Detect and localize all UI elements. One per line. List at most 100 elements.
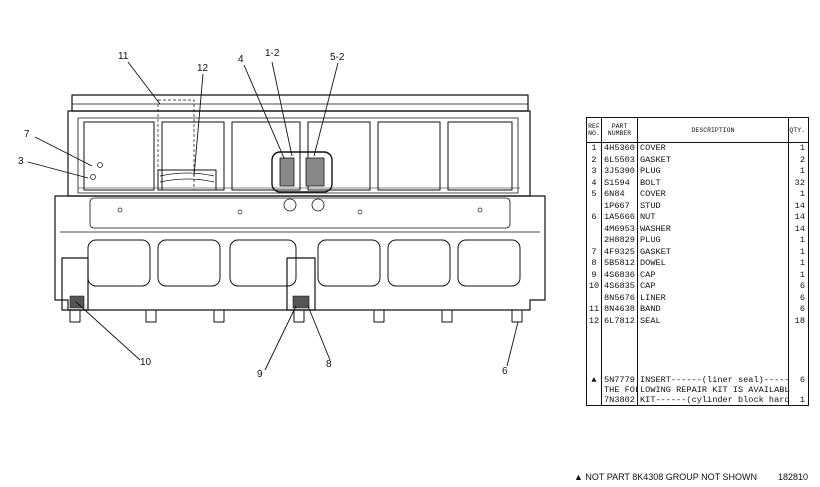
part-ref: 4 xyxy=(587,177,602,189)
lower-windows xyxy=(87,239,521,287)
part-ref: 3 xyxy=(587,166,602,178)
main-cap-left xyxy=(61,257,89,311)
part-part: 8N4638 xyxy=(601,304,638,316)
callout-7: 7 xyxy=(24,129,30,140)
part-desc: GASKET xyxy=(637,246,789,258)
callout-9: 9 xyxy=(257,369,263,380)
bolt-heads xyxy=(69,309,523,323)
callout-1-2: 1-2 xyxy=(265,48,280,59)
part-qty: 1 xyxy=(799,258,805,268)
part-desc: GASKET xyxy=(637,154,789,166)
part-desc: BAND xyxy=(637,304,789,316)
note-ref xyxy=(587,385,602,395)
part-ref: 7 xyxy=(587,246,602,258)
header-part-number: PART NUMBER xyxy=(601,118,638,143)
part-desc: COVER xyxy=(637,142,789,155)
part-ref: 6 xyxy=(587,212,602,224)
callout-3: 3 xyxy=(18,156,24,167)
part-qty: 14 xyxy=(794,223,805,234)
block-top-deck xyxy=(71,94,529,112)
part-part: 4M6953 xyxy=(601,223,638,235)
part-desc: CAP xyxy=(637,269,789,281)
footer-note: ▲ NOT PART 8K4308 GROUP NOT SHOWN xyxy=(574,472,757,482)
callout-12: 12 xyxy=(197,63,209,74)
part-ref: 2 xyxy=(587,154,602,166)
part-ref: 9 xyxy=(587,269,602,281)
part-qty: 1 xyxy=(799,189,805,199)
part-qty: 1 xyxy=(799,166,805,176)
part-ref: 10 xyxy=(587,281,602,293)
illustration-number: 182810 xyxy=(778,472,809,482)
block-holes xyxy=(90,162,483,215)
part-desc: COVER xyxy=(637,189,789,201)
upper-windows xyxy=(83,121,513,191)
note-part: 5N7779 xyxy=(601,375,638,385)
part-qty: 2 xyxy=(799,154,805,165)
part-qty: 1 xyxy=(799,235,805,245)
callout-10: 10 xyxy=(140,357,152,368)
header-ref-no: REF NO. xyxy=(587,118,602,143)
part-desc: CAP xyxy=(637,281,789,293)
leader-lines xyxy=(27,61,519,371)
note-qty: 6 xyxy=(799,375,805,385)
note-desc: INSERT------(liner seal)-------- xyxy=(637,375,789,385)
block-lower-body xyxy=(54,195,546,311)
main-cap-center xyxy=(286,257,316,311)
note-desc: LOWING REPAIR KIT IS AVAILABLE. xyxy=(637,385,789,395)
part-ref: 5 xyxy=(587,189,602,201)
part-qty: 1 xyxy=(799,143,805,153)
part-ref: 1 xyxy=(587,142,602,155)
part-desc: LINER xyxy=(637,292,789,304)
part-part: 6N84 xyxy=(601,189,638,201)
part-part: 4F9325 xyxy=(601,246,638,258)
part-qty: 14 xyxy=(794,212,805,222)
table-spacer xyxy=(587,327,808,375)
callout-6: 6 xyxy=(502,366,508,377)
part-ref: 11 xyxy=(587,304,602,316)
callout-4: 4 xyxy=(238,54,244,65)
part-ref xyxy=(587,235,602,247)
part-qty: 6 xyxy=(799,281,805,291)
part-part: 4S6835 xyxy=(601,281,638,293)
note-qty: 1 xyxy=(799,395,805,405)
part-part: 1A5666 xyxy=(601,212,638,224)
part-part: 3J5390 xyxy=(601,166,638,178)
cylinder-block-drawing xyxy=(27,61,546,371)
note-ref: ▲ xyxy=(587,375,602,385)
note-part: THE FOL xyxy=(601,385,638,395)
callout-5-2: 5-2 xyxy=(330,52,345,63)
part-ref: 12 xyxy=(587,315,602,327)
note-desc: KIT------(cylinder block hardware)- xyxy=(637,395,789,405)
part-desc: WASHER xyxy=(637,223,789,235)
callout-8: 8 xyxy=(326,359,332,370)
part-part: 4H5360 xyxy=(601,142,638,155)
note-qty xyxy=(789,385,809,395)
part-ref xyxy=(587,200,602,212)
part-part: 1P667 xyxy=(601,200,638,212)
part-desc: SEAL xyxy=(637,315,789,327)
part-ref: 8 xyxy=(587,258,602,270)
part-part: 4S6836 xyxy=(601,269,638,281)
part-ref xyxy=(587,223,602,235)
callout-11: 11 xyxy=(118,51,129,62)
part-desc: NUT xyxy=(637,212,789,224)
part-desc: STUD xyxy=(637,200,789,212)
part-qty: 1 xyxy=(799,269,805,280)
